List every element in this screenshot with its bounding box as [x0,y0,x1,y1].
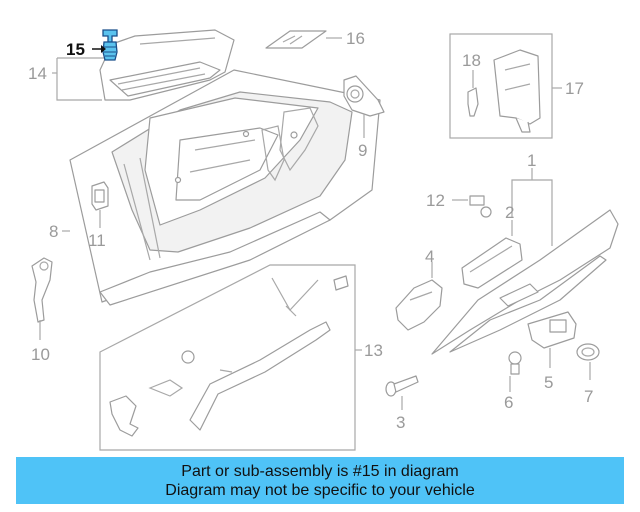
callout-18: 18 [462,51,481,70]
callout-5: 5 [544,373,553,392]
callout-10: 10 [31,345,50,364]
banner-line-part-info: Part or sub-assembly is #15 in diagram [181,462,459,480]
part-3-pin [385,375,419,410]
callout-1: 1 [527,151,536,170]
callout-13: 13 [364,341,383,360]
part-8-glove-box-housing [69,69,381,306]
callout-4: 4 [425,247,434,266]
callout-9: 9 [358,141,367,160]
callout-6: 6 [504,393,513,412]
part-2-handle [461,237,523,289]
info-banner: Part or sub-assembly is #15 in diagram D… [16,457,624,504]
part-10-latch [31,257,53,340]
part-9-damper [343,75,385,117]
part-1-glove-box-door [431,209,619,355]
part-11-bracket [91,181,109,211]
part-15-clip-highlighted[interactable] [102,29,118,61]
part-4-hinge-bracket [395,262,443,331]
callout-11: 11 [88,231,106,250]
part-18-bulb [467,70,479,117]
callout-2: 2 [505,203,514,222]
callout-3: 3 [396,413,405,432]
part-17-lamp-assembly [449,33,553,139]
callout-16: 16 [346,29,365,48]
banner-line-disclaimer: Diagram may not be specific to your vehi… [165,481,475,499]
callout-7: 7 [584,387,593,406]
callout-17: 17 [565,79,584,98]
part-13-hardware-set [99,264,356,451]
part-7-cap [576,343,600,380]
parts-diagram: 14 15 16 8 9 [28,29,619,451]
part-14-liner [99,29,235,101]
callout-14: 14 [28,64,47,83]
part-6-bolt [508,351,522,392]
callout-8: 8 [49,222,58,241]
part-5-lock [527,311,577,368]
part-12-screw [469,195,492,218]
callout-15: 15 [66,40,85,59]
callout-12: 12 [426,191,445,210]
part-16-pad [265,30,327,49]
